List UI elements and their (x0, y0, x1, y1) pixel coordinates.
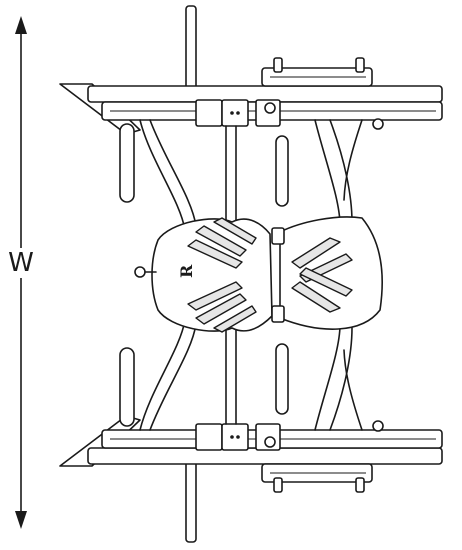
bottom-frame (59, 415, 443, 493)
seat-pad (134, 216, 383, 333)
left-handles (119, 123, 135, 427)
upper-weight-horn (185, 5, 197, 99)
lower-weight-horn (185, 451, 197, 543)
width-dimension-label: W (6, 248, 36, 278)
top-frame (59, 57, 443, 135)
seat-emblem: R (177, 264, 196, 278)
center-handles (275, 135, 289, 415)
